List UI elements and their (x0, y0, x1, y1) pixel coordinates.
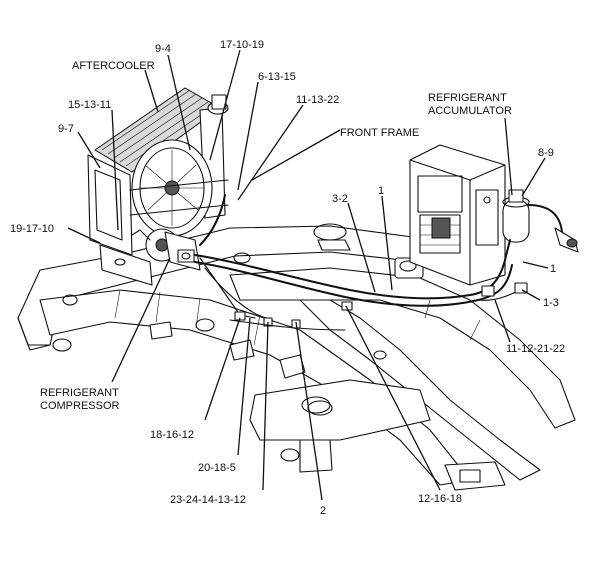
callout-9-4: 9-4 (155, 43, 171, 55)
leader-lines (67, 49, 549, 501)
callout-refrigerant-accumulator-line1: REFRIGERANT (428, 92, 507, 104)
callout-20-18-5: 20-18-5 (198, 462, 236, 474)
fan-icon (129, 139, 229, 237)
callout-19-17-10: 19-17-10 (10, 223, 54, 235)
callout-23-24-14-13-12: 23-24-14-13-12 (170, 494, 246, 506)
callout-labels: AFTERCOOLER 9-4 17-10-19 6-13-15 15-13-1… (10, 39, 565, 517)
callout-8-9: 8-9 (538, 147, 554, 159)
callout-refrigerant-accumulator-line2: ACCUMULATOR (428, 105, 512, 117)
compressor-icon (131, 228, 201, 271)
callout-1-right: 1 (550, 263, 556, 275)
callout-aftercooler: AFTERCOOLER (72, 60, 155, 72)
callout-18-16-12: 18-16-12 (150, 429, 194, 441)
callout-12-16-18: 12-16-18 (418, 493, 462, 505)
callout-17-10-19: 17-10-19 (220, 39, 264, 51)
accumulator-icon (502, 189, 579, 253)
callout-6-13-15: 6-13-15 (258, 71, 296, 83)
callout-1-top: 1 (378, 185, 384, 197)
hvac-box-icon (409, 144, 506, 286)
callout-9-7: 9-7 (58, 123, 74, 135)
callout-refrigerant-compressor-line1: REFRIGERANT (40, 387, 119, 399)
aftercooler-icon (87, 87, 229, 286)
callout-1-3: 1-3 (543, 297, 559, 309)
callout-15-13-11: 15-13-11 (68, 99, 111, 111)
callout-11-13-22: 11-13-22 (296, 94, 339, 106)
callout-11-12-21-22: 11-12-21-22 (506, 343, 565, 355)
callout-front-frame: FRONT FRAME (340, 127, 419, 139)
callout-refrigerant-compressor-line2: COMPRESSOR (40, 400, 120, 412)
callout-2: 2 (320, 505, 326, 517)
callout-3-2: 3-2 (332, 193, 348, 205)
